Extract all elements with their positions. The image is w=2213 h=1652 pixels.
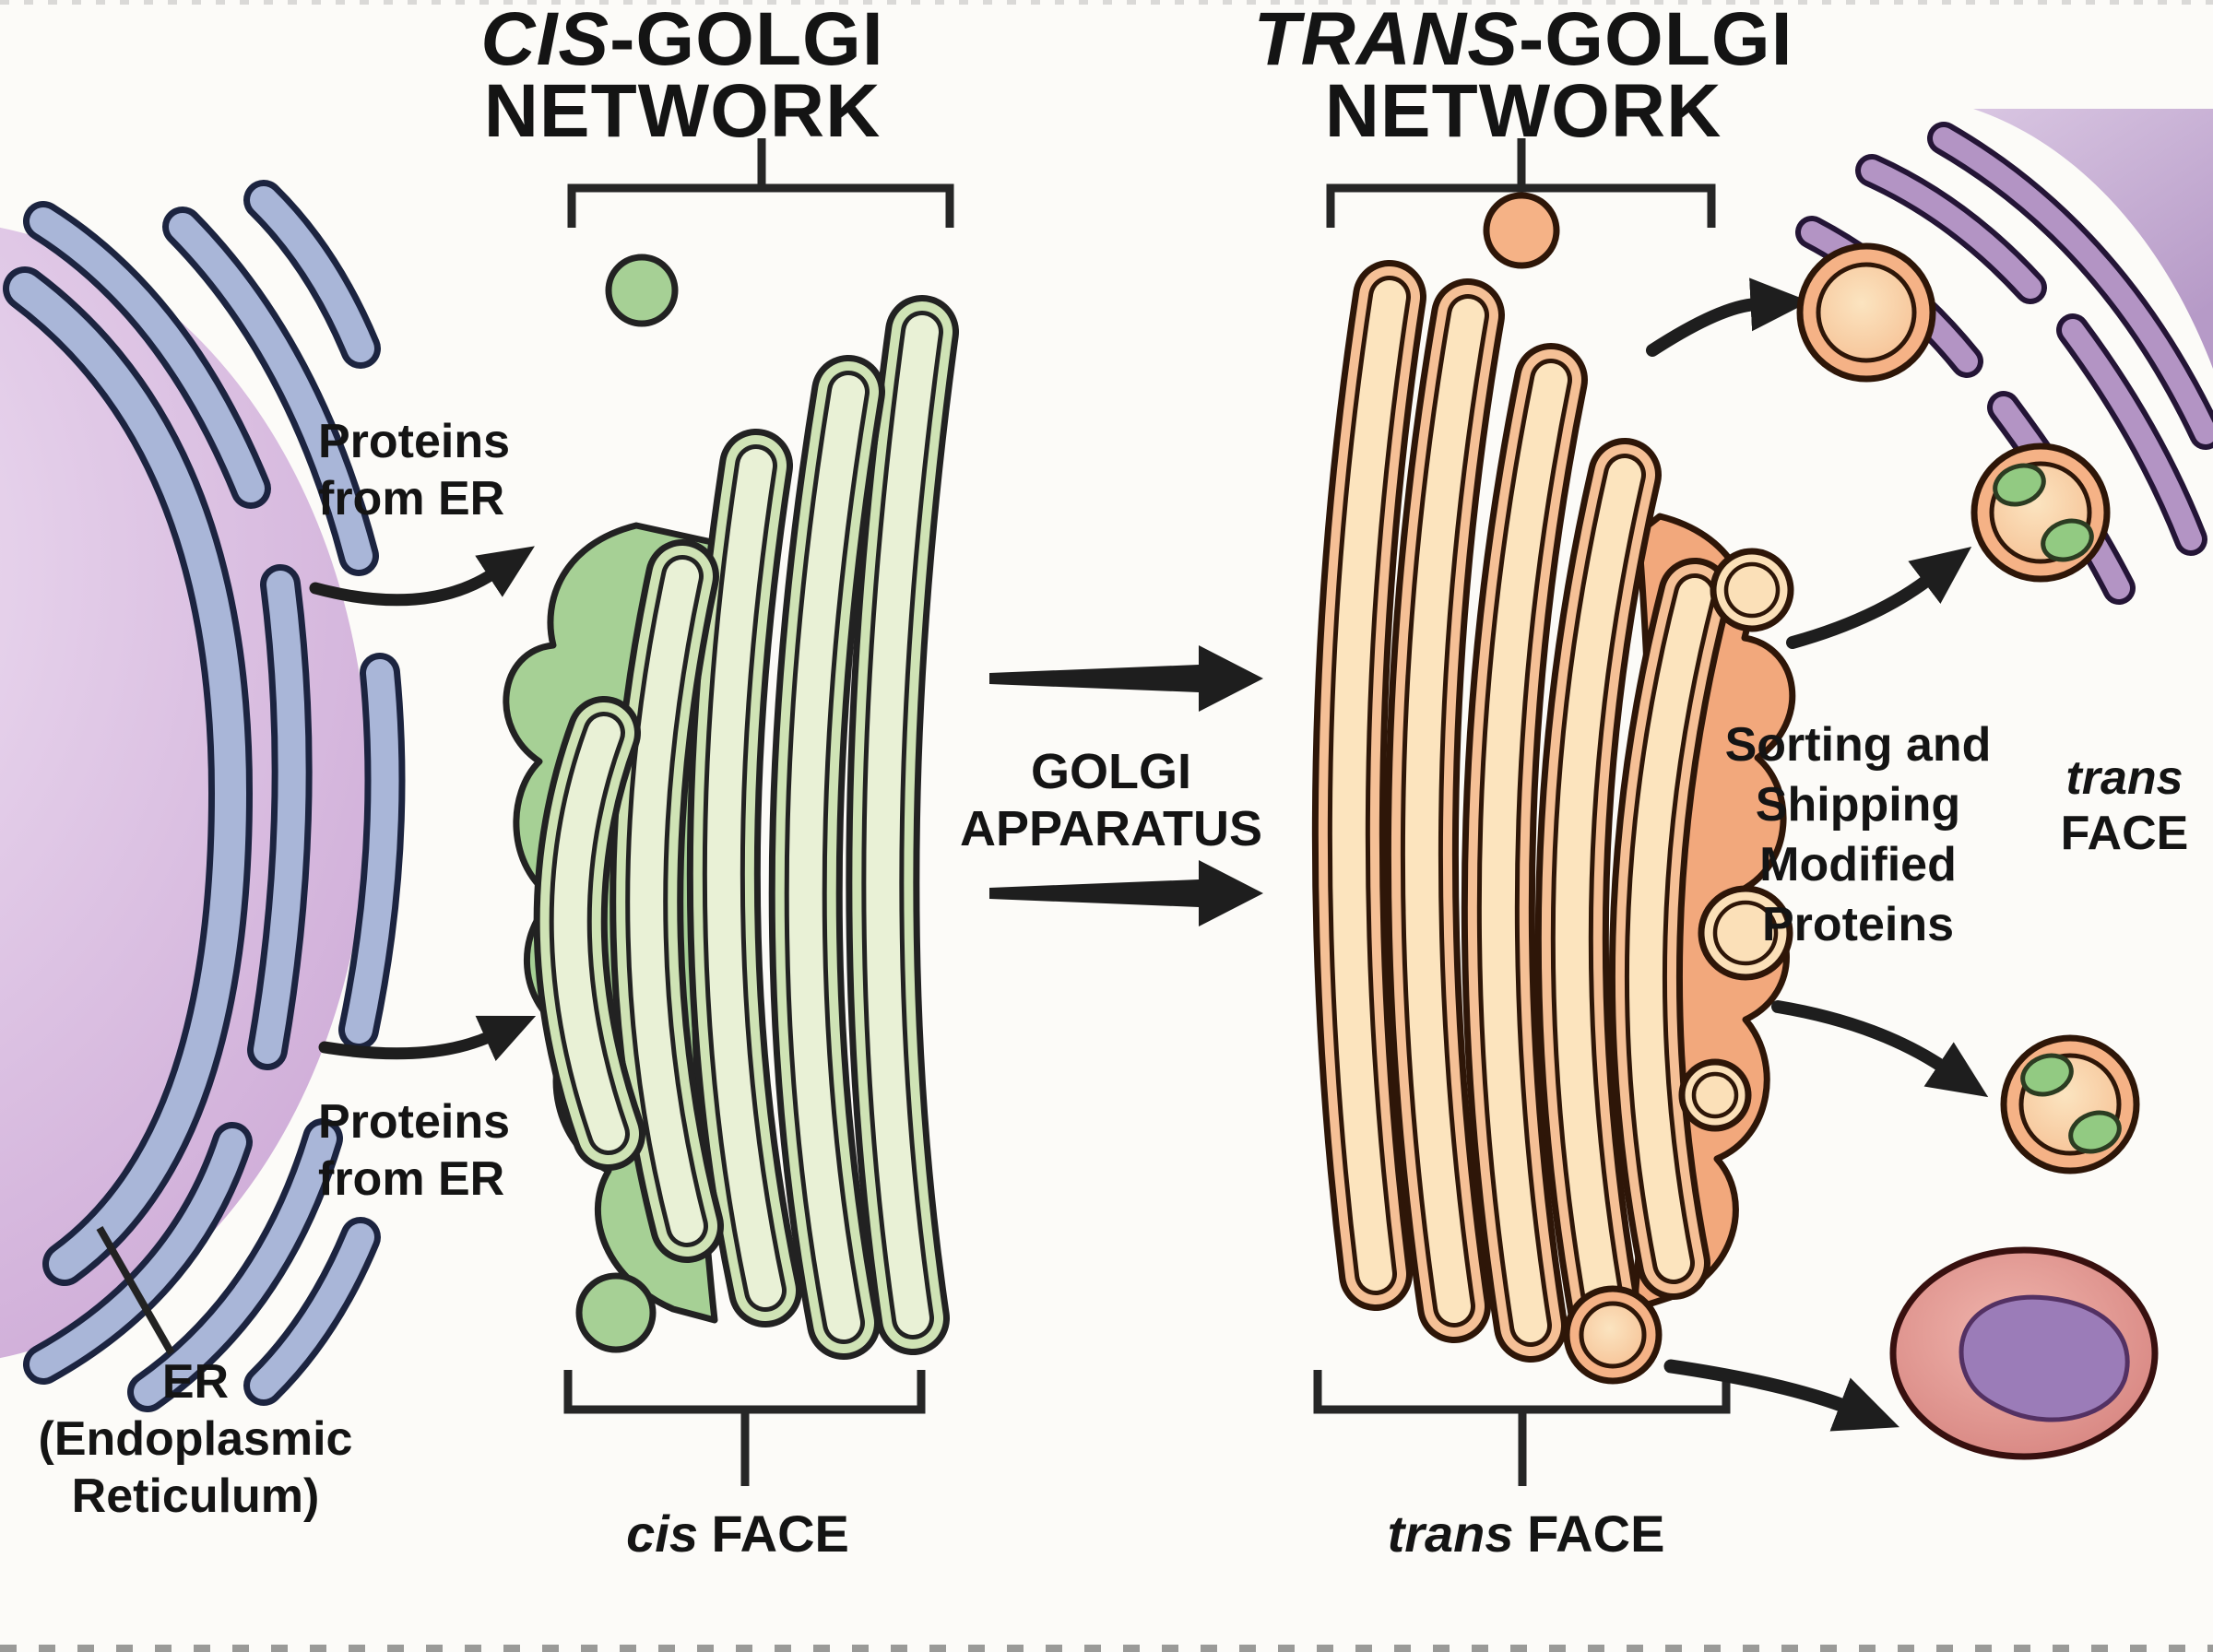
trans-italic: trans — [1387, 1504, 1514, 1563]
trans-vesicle-top — [1483, 192, 1560, 269]
title-line-2: NETWORK — [483, 69, 882, 153]
cis-golgi-stack — [503, 254, 959, 1360]
trans-italic: TRANS — [1253, 0, 1519, 81]
cargo-protein — [2041, 518, 2094, 562]
title-line-1: CIS-GOLGI — [406, 2, 959, 77]
trans-budding-vesicle — [1678, 1058, 1752, 1132]
title-line-1: TRANS-GOLGI — [1247, 2, 1800, 77]
label-line: Proteins — [318, 415, 511, 468]
golgi-apparatus-label: GOLGI APPARATUS — [917, 743, 1305, 857]
bracket-cis-face — [563, 1370, 926, 1486]
label-line: FACE — [2060, 807, 2189, 860]
arrow-to-secretory-cell — [1663, 1359, 1900, 1432]
label-line: from ER — [318, 472, 505, 525]
trans-cisterna — [1534, 438, 1662, 1346]
label-line: ER — [161, 1355, 230, 1409]
trans-budding-vesicle — [1698, 885, 1793, 981]
trans-cisterna — [1384, 278, 1505, 1343]
label-line: APPARATUS — [959, 801, 1262, 856]
trans-face-label-right: trans FACE — [2003, 750, 2213, 861]
label-line: GOLGI — [1031, 744, 1191, 799]
cis-italic: CIS — [480, 0, 610, 81]
label-line: Proteins — [1761, 898, 1955, 951]
label-line: trans — [2003, 750, 2213, 806]
trans-italic: trans — [2065, 751, 2183, 805]
cargo-vesicle-upper — [1970, 442, 2111, 583]
cis-suffix: -GOLGI — [609, 0, 884, 81]
bracket-trans-face — [1313, 1370, 1731, 1486]
cis-italic: cis — [626, 1504, 698, 1563]
cargo-vesicle-lower — [2000, 1034, 2140, 1174]
arrow-to-cargo-vesicle-lower — [1771, 1000, 1989, 1098]
secreted-vesicle — [1796, 242, 1936, 383]
cis-vesicle-bottom — [575, 1272, 657, 1353]
arrow-to-secreted-vesicle — [1646, 277, 1810, 357]
label-line: from ER — [318, 1152, 505, 1206]
cargo-protein — [1993, 463, 2046, 507]
label-line: Reticulum) — [71, 1469, 320, 1523]
arrow-proteins-from-er-bottom — [318, 1015, 537, 1062]
bracket-trans-network — [1326, 138, 1716, 228]
trans-face-rest: FACE — [1527, 1504, 1665, 1563]
bracket-cis-network — [567, 138, 954, 228]
purple-cytoplasm-corner — [1973, 109, 2213, 369]
trans-golgi-network-title: TRANS-GOLGI NETWORK — [1247, 2, 1800, 153]
arrow-proteins-from-er-top — [309, 546, 535, 607]
trans-cisterna — [1311, 260, 1426, 1311]
label-line: Proteins — [318, 1095, 511, 1149]
secretory-cell — [1889, 1246, 2159, 1460]
arrow-golgi-flow-bottom — [989, 860, 1263, 926]
label-line: (Endoplasmic — [38, 1412, 353, 1466]
cis-cisterna — [609, 539, 724, 1263]
cis-cisterna — [533, 696, 645, 1171]
trans-cisterna — [1461, 343, 1588, 1363]
cis-cisterna — [768, 355, 885, 1360]
trans-golgi-stack — [1311, 192, 1796, 1385]
arrow-to-cargo-vesicle-upper — [1786, 546, 1972, 649]
title-line-2: NETWORK — [1324, 69, 1722, 153]
cis-face-rest: FACE — [711, 1504, 849, 1563]
sorting-shipping-label: Sorting and Shipping Modified Proteins — [1664, 715, 2052, 955]
proteins-from-er-label-top: Proteins from ER — [318, 413, 510, 527]
cargo-protein — [2068, 1110, 2122, 1154]
er-pointer-line — [96, 1226, 175, 1355]
cis-cisterna — [846, 295, 959, 1355]
trans-budding-vesicle — [1710, 548, 1794, 632]
cargo-protein — [2020, 1053, 2074, 1097]
trans-vesicle-detached — [1563, 1285, 1663, 1385]
er-membranes — [3, 180, 406, 1412]
label-line: Shipping — [1755, 778, 1961, 832]
label-line: Sorting and — [1724, 718, 1992, 772]
endoplasmic-reticulum-region — [0, 180, 406, 1412]
nucleus — [0, 228, 369, 1358]
cis-golgi-network-title: CIS-GOLGI NETWORK — [406, 2, 959, 153]
er-endoplasmic-reticulum-label: ER (Endoplasmic Reticulum) — [18, 1353, 373, 1525]
arrow-golgi-flow-top — [989, 645, 1263, 712]
cis-cisterna — [686, 429, 802, 1328]
cis-vesicle-top — [605, 254, 679, 327]
secretory-cell-nucleus — [1959, 1294, 2130, 1422]
trans-cisterna — [1608, 558, 1732, 1300]
proteins-from-er-label-bottom: Proteins from ER — [318, 1093, 510, 1208]
trans-suffix: -GOLGI — [1518, 0, 1793, 81]
label-line: Modified — [1759, 838, 1957, 891]
